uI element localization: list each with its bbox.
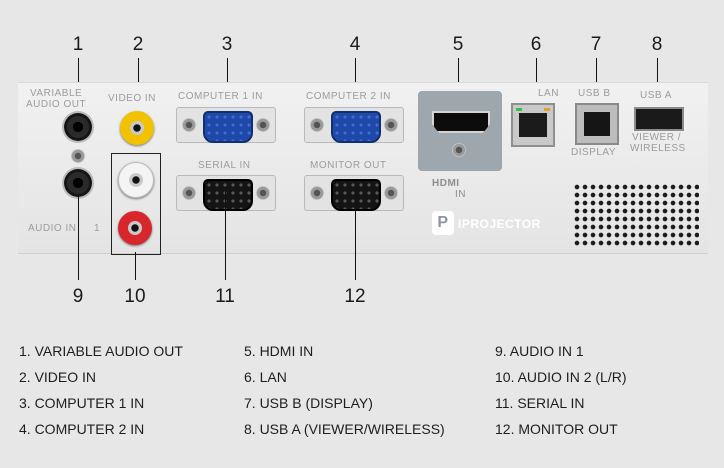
serial-in-port <box>176 175 276 211</box>
panel-screw-icon <box>71 149 85 163</box>
label-viewer: VIEWER / <box>632 132 682 143</box>
serial-screw-left <box>182 186 196 200</box>
hdmi-screw <box>452 143 466 157</box>
computer-2-screw-left <box>310 118 324 132</box>
label-hdmi: HDMI <box>432 178 460 189</box>
label-audio-in: AUDIO IN <box>28 223 77 234</box>
label-display: DISPLAY <box>571 147 616 158</box>
legend-column-2: 5. HDMI IN 6. LAN 7. USB B (DISPLAY) 8. … <box>244 338 445 442</box>
computer-1-in-port <box>176 107 276 143</box>
computer-2-connector <box>331 111 381 143</box>
legend-item: 10. AUDIO IN 2 (L/R) <box>495 369 627 385</box>
usb-a-port <box>634 107 684 131</box>
callout-7: 7 <box>590 34 602 55</box>
computer-2-screw-right <box>384 118 398 132</box>
legend-item: 9. AUDIO IN 1 <box>495 343 584 359</box>
speaker-grille <box>573 183 699 247</box>
legend-item: 5. HDMI IN <box>244 343 314 359</box>
legend-item: 1. VARIABLE AUDIO OUT <box>19 343 183 359</box>
callout-5: 5 <box>452 34 464 55</box>
hdmi-in-port <box>432 111 490 133</box>
legend-item: 7. USB B (DISPLAY) <box>244 395 373 411</box>
callout-10: 10 <box>124 286 146 307</box>
label-computer-1-in: COMPUTER 1 IN <box>178 91 263 102</box>
logo-text: IPROJECTOR <box>458 217 541 231</box>
computer-1-screw-right <box>256 118 270 132</box>
legend-item: 8. USB A (VIEWER/WIRELESS) <box>244 421 445 437</box>
label-hdmi-in: IN <box>455 189 466 200</box>
label-lan: LAN <box>538 88 559 99</box>
audio-in-2-right-rca-core <box>128 221 142 235</box>
leader-line-11 <box>225 190 226 280</box>
video-in-rca <box>120 111 154 145</box>
lan-port <box>511 103 555 147</box>
legend-item: 2. VIDEO IN <box>19 369 97 385</box>
callout-6: 6 <box>530 34 542 55</box>
callout-1: 1 <box>72 34 84 55</box>
hdmi-mount <box>418 91 502 171</box>
label-variable-audio-out-1: VARIABLE <box>30 88 83 99</box>
computer-1-connector <box>203 111 253 143</box>
serial-screw-right <box>256 186 270 200</box>
audio-in-2-bracket <box>111 153 161 255</box>
iprojector-logo: P IPROJECTOR <box>432 211 541 235</box>
monitor-screw-right <box>384 186 398 200</box>
audio-in-2-left-rca-core <box>129 173 143 187</box>
legend-column-1: 1. VARIABLE AUDIO OUT 2. VIDEO IN 3. COM… <box>19 338 183 442</box>
legend-item: 6. LAN <box>244 369 287 385</box>
legend-item: 12. MONITOR OUT <box>495 421 618 437</box>
leader-line-12 <box>355 190 356 280</box>
serial-connector <box>203 179 253 211</box>
variable-audio-out-jack <box>64 113 92 141</box>
label-computer-2-in: COMPUTER 2 IN <box>306 91 391 102</box>
label-variable-audio-out-2: AUDIO OUT <box>26 99 87 110</box>
lan-activity-led <box>544 108 550 111</box>
callout-12: 12 <box>344 286 366 307</box>
audio-in-2-left-rca <box>118 162 154 198</box>
computer-1-screw-left <box>182 118 196 132</box>
audio-in-2-right-rca <box>118 211 152 245</box>
audio-in-1-jack <box>64 169 92 197</box>
legend-item: 4. COMPUTER 2 IN <box>19 421 145 437</box>
lan-socket <box>519 113 547 137</box>
logo-p-icon: P <box>432 211 454 235</box>
legend-item: 11. SERIAL IN <box>495 395 585 411</box>
callout-3: 3 <box>221 34 233 55</box>
computer-2-in-port <box>304 107 404 143</box>
monitor-out-port <box>304 175 404 211</box>
callout-9: 9 <box>72 286 84 307</box>
label-monitor-out: MONITOR OUT <box>310 160 387 171</box>
monitor-screw-left <box>310 186 324 200</box>
label-usb-b: USB B <box>578 88 611 99</box>
callout-4: 4 <box>349 34 361 55</box>
callout-2: 2 <box>132 34 144 55</box>
callout-11: 11 <box>215 286 235 307</box>
label-wireless: WIRELESS <box>630 143 686 154</box>
usb-b-port <box>575 103 619 145</box>
callout-8: 8 <box>651 34 663 55</box>
leader-line-9 <box>78 196 79 280</box>
legend-column-3: 9. AUDIO IN 1 10. AUDIO IN 2 (L/R) 11. S… <box>495 338 626 442</box>
label-serial-in: SERIAL IN <box>198 160 251 171</box>
monitor-out-connector <box>331 179 381 211</box>
label-video-in: VIDEO IN <box>108 93 156 104</box>
leader-line-10 <box>135 252 136 280</box>
video-in-rca-core <box>130 121 144 135</box>
legend-item: 3. COMPUTER 1 IN <box>19 395 145 411</box>
label-audio-in-tail: 1 <box>94 223 101 234</box>
label-usb-a: USB A <box>640 90 672 101</box>
connector-panel: VARIABLE AUDIO OUT VIDEO IN COMPUTER 1 I… <box>18 82 708 255</box>
lan-link-led <box>516 108 522 111</box>
usb-b-socket <box>584 112 610 136</box>
